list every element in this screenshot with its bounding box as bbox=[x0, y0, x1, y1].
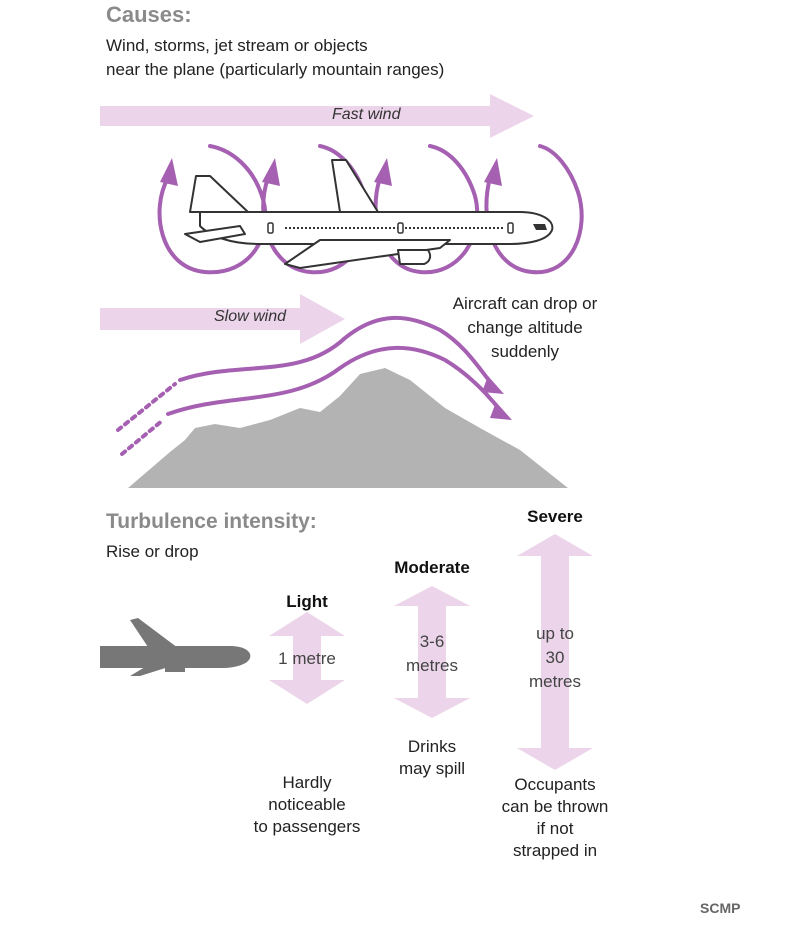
flow-line-upper bbox=[178, 315, 494, 386]
aircraft-note-line3: suddenly bbox=[490, 342, 560, 361]
swirl-arrowhead-2 bbox=[262, 158, 280, 186]
light-magnitude: 1 metre bbox=[257, 647, 357, 671]
swirl-4 bbox=[484, 144, 584, 275]
plane-silhouette-icon bbox=[100, 618, 251, 676]
light-magnitude-line: 1 metre bbox=[278, 649, 336, 668]
causes-heading: Causes: bbox=[106, 2, 192, 27]
aircraft-note: Aircraft can drop or change altitude sud… bbox=[420, 292, 630, 364]
swirl-arrowhead-1 bbox=[160, 158, 178, 186]
causes-description: Wind, storms, jet stream or objects near… bbox=[106, 34, 444, 82]
flow-dash-upper bbox=[116, 382, 177, 432]
severe-label: Severe bbox=[527, 507, 583, 526]
airliner-cockpit-window bbox=[533, 224, 547, 230]
causes-desc-line2: near the plane (particularly mountain ra… bbox=[106, 60, 445, 79]
aircraft-note-line2: change altitude bbox=[467, 318, 583, 337]
causes-desc-line1: Wind, storms, jet stream or objects bbox=[106, 36, 368, 55]
moderate-magnitude: 3-6 metres bbox=[382, 630, 482, 678]
severe-effect-line3: if not bbox=[536, 819, 574, 838]
light-label: Light bbox=[286, 592, 328, 611]
mountain-wind-flow bbox=[116, 315, 502, 456]
silhouette-wing bbox=[130, 618, 178, 650]
airliner-door-rear bbox=[267, 222, 274, 234]
airliner-door-mid bbox=[397, 222, 404, 234]
silhouette-fuselage bbox=[100, 646, 251, 668]
severe-effect-line4: strapped in bbox=[512, 841, 598, 860]
light-arrow bbox=[269, 612, 345, 704]
severe-arrow bbox=[517, 534, 593, 770]
swirl-1 bbox=[157, 144, 268, 275]
airliner-near-wing bbox=[284, 239, 451, 269]
flow-arrowhead-lower bbox=[490, 402, 512, 420]
moderate-magnitude-line2: metres bbox=[406, 656, 458, 675]
intensity-heading: Turbulence intensity: bbox=[106, 510, 317, 533]
severe-magnitude: up to 30 metres bbox=[505, 622, 605, 694]
light-effect-line1: Hardly bbox=[282, 773, 332, 792]
severe-effect-line2: can be thrown bbox=[501, 797, 609, 816]
slow-wind-arrow bbox=[100, 294, 345, 344]
airliner-icon bbox=[184, 159, 554, 269]
flow-arrowheads bbox=[482, 376, 512, 420]
swirl-arrowhead-3 bbox=[374, 158, 392, 186]
moderate-effect: Drinks may spill bbox=[382, 736, 482, 780]
light-effect-line3: to passengers bbox=[253, 817, 361, 836]
swirl-arrowheads bbox=[160, 158, 502, 186]
severe-magnitude-line2: 30 bbox=[545, 648, 565, 667]
severe-effect-line1: Occupants bbox=[514, 775, 596, 794]
mountain-shape bbox=[128, 368, 568, 488]
severe-effect: Occupants can be thrown if not strapped … bbox=[480, 774, 630, 862]
severe-magnitude-line3: metres bbox=[529, 672, 581, 691]
fast-wind-arrow bbox=[100, 94, 534, 138]
moderate-magnitude-line1: 3-6 bbox=[419, 632, 445, 651]
moderate-effect-line1: Drinks bbox=[407, 737, 457, 756]
airliner-tail-fin bbox=[189, 175, 249, 213]
flow-arrowhead-upper bbox=[482, 376, 504, 394]
moderate-effect-line2: may spill bbox=[398, 759, 466, 778]
flow-line-lower bbox=[166, 345, 502, 416]
airliner-stabilizer bbox=[184, 225, 246, 243]
severe-magnitude-line1: up to bbox=[536, 624, 574, 643]
light-effect-line2: noticeable bbox=[268, 795, 346, 814]
fast-wind-label: Fast wind bbox=[332, 106, 401, 123]
flow-dash-lower bbox=[120, 418, 165, 456]
airliner-doors bbox=[267, 222, 514, 234]
intensity-description: Rise or drop bbox=[106, 542, 199, 561]
airliner-door-front bbox=[507, 222, 514, 234]
airliner-far-wing bbox=[331, 159, 379, 213]
aircraft-note-line1: Aircraft can drop or bbox=[452, 294, 598, 313]
source-credit: SCMP bbox=[700, 900, 741, 916]
silhouette-lower-wing bbox=[130, 664, 178, 676]
moderate-label: Moderate bbox=[394, 558, 470, 577]
moderate-arrow bbox=[394, 586, 470, 718]
swirl-arrowhead-4 bbox=[484, 158, 502, 186]
light-effect: Hardly noticeable to passengers bbox=[235, 772, 379, 838]
slow-wind-label: Slow wind bbox=[214, 308, 287, 325]
airliner-engine bbox=[397, 249, 432, 265]
